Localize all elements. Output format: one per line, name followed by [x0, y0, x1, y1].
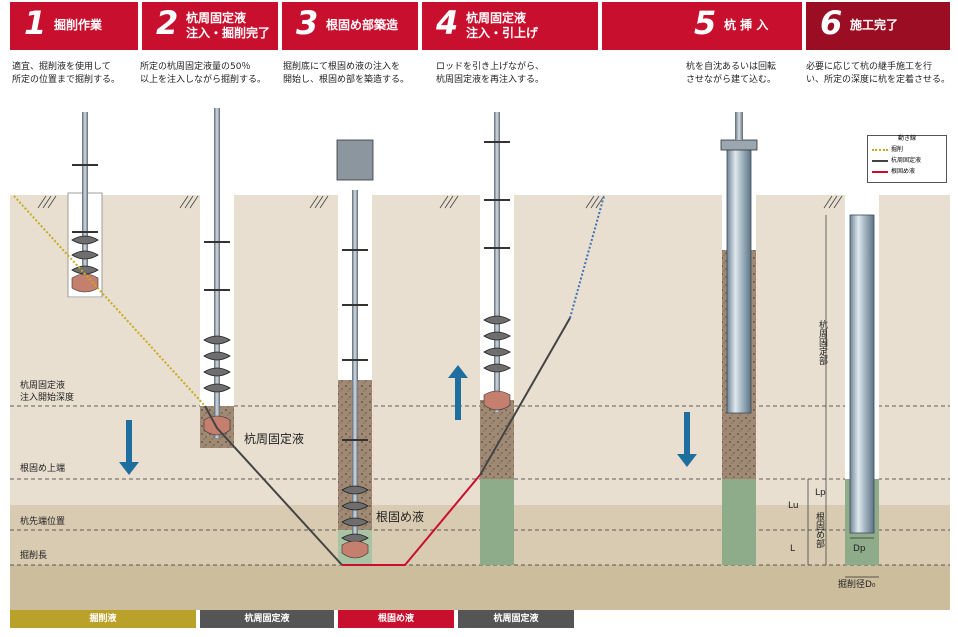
step-number: 3	[296, 4, 319, 42]
step-number: 2	[156, 4, 179, 42]
down-arrow-icon	[119, 420, 139, 475]
soil-bottom	[10, 565, 950, 610]
step-description-1: 適宜、掘削液を使用して 所定の位置まで掘削する。	[12, 62, 121, 85]
step-title: 注入・引上げ	[466, 26, 539, 40]
bottom-tag-pile-fixing-liquid: 杭周固定液	[200, 610, 334, 628]
step-title: 施工完了	[850, 18, 899, 32]
step-description-5: 杭を自沈あるいは回転 させながら建て込む。	[686, 62, 777, 85]
down-arrow-icon	[677, 412, 697, 467]
depth-label-root-top: 根固め上端	[20, 464, 66, 474]
step-number: 6	[820, 4, 843, 42]
annotation-root-section: 根固め部	[814, 512, 824, 548]
step-title: 杭 挿 入	[724, 18, 769, 32]
rods	[82, 108, 500, 555]
step-description-3: 掘削底にて根固め液の注入を 開始し、根固め部を築造する。	[283, 62, 410, 85]
bottom-tag-pile-fixing-liquid: 杭周固定液	[458, 610, 574, 628]
annotation-root-liquid: 根固め液	[376, 510, 425, 524]
legend-item: 根固め液	[872, 167, 915, 176]
legend-swatch	[872, 159, 888, 162]
annotation-Lp: Lp	[815, 488, 826, 498]
rod-crossbars	[72, 141, 510, 441]
depth-label-tip-position: 杭先端位置	[20, 517, 66, 527]
step-banner-6: 6 施工完了	[806, 2, 950, 50]
bottom-tag-excavation-liquid: 掘削液	[10, 610, 196, 628]
step-title: 注入・掘削完了	[186, 26, 271, 40]
step-number: 4	[436, 4, 459, 42]
movement-arrows	[119, 365, 697, 475]
step-title: 杭周固定液	[466, 11, 527, 25]
step5-root	[722, 479, 756, 565]
depth-label-excavation-length: 掘削長	[20, 551, 48, 561]
annotation-Lu: Lu	[788, 501, 799, 511]
annotation-L: L	[790, 544, 796, 554]
step-description-6: 必要に応じて杭の継手施工を行 い、所定の深度に杭を定着させる。	[806, 62, 951, 85]
legend-item: 掘削	[872, 145, 903, 154]
up-arrow-icon	[448, 365, 468, 420]
step4-root	[480, 479, 514, 565]
step-description-2: 所定の杭周固定液量の50％ 以上を注入しながら掘削する。	[140, 62, 267, 85]
legend-swatch	[872, 170, 888, 173]
legend-title: 動き線	[897, 135, 916, 142]
step-title: 杭周固定液	[186, 11, 247, 25]
annotation-excavation-diameter: 掘削径D₀	[838, 580, 876, 590]
augers	[71, 235, 511, 543]
annotation-pile-fixing-section: 杭周固定部	[817, 320, 827, 365]
step-description-4: ロッドを引き上げながら、 杭周固定液を再注入する。	[436, 62, 545, 85]
bottom-tag-root-liquid: 根固め液	[338, 610, 454, 628]
piles	[720, 112, 875, 534]
annotation-Dp: Dp	[853, 544, 866, 554]
depth-label-inject-start: 杭周固定液 注入開始深度	[20, 381, 75, 403]
annotation-pile-fixing-liquid: 杭周固定液	[244, 432, 305, 446]
ground-hatches	[37, 195, 843, 209]
legend-item: 杭周固定液	[872, 156, 921, 165]
step-banner-5: 5 杭 挿 入	[602, 2, 802, 50]
step-banner-3: 3 根固め部築造	[282, 2, 418, 50]
step-number: 5	[694, 4, 717, 42]
step-title: 掘削作業	[54, 18, 103, 32]
dimension-lines	[807, 215, 879, 578]
legend-swatch	[872, 148, 888, 151]
step-banner-4: 4 杭周固定液 注入・引上げ	[422, 2, 598, 50]
motion-legend: 動き線 掘削 杭周固定液 根固め液	[867, 135, 947, 183]
step-banner-2: 2 杭周固定液 注入・掘削完了	[142, 2, 278, 50]
pump-box	[336, 139, 374, 181]
motion-lines	[13, 195, 605, 566]
step-title: 根固め部築造	[326, 18, 399, 32]
step-banner-1: 1 掘削作業	[10, 2, 138, 50]
step-number: 1	[24, 4, 47, 42]
